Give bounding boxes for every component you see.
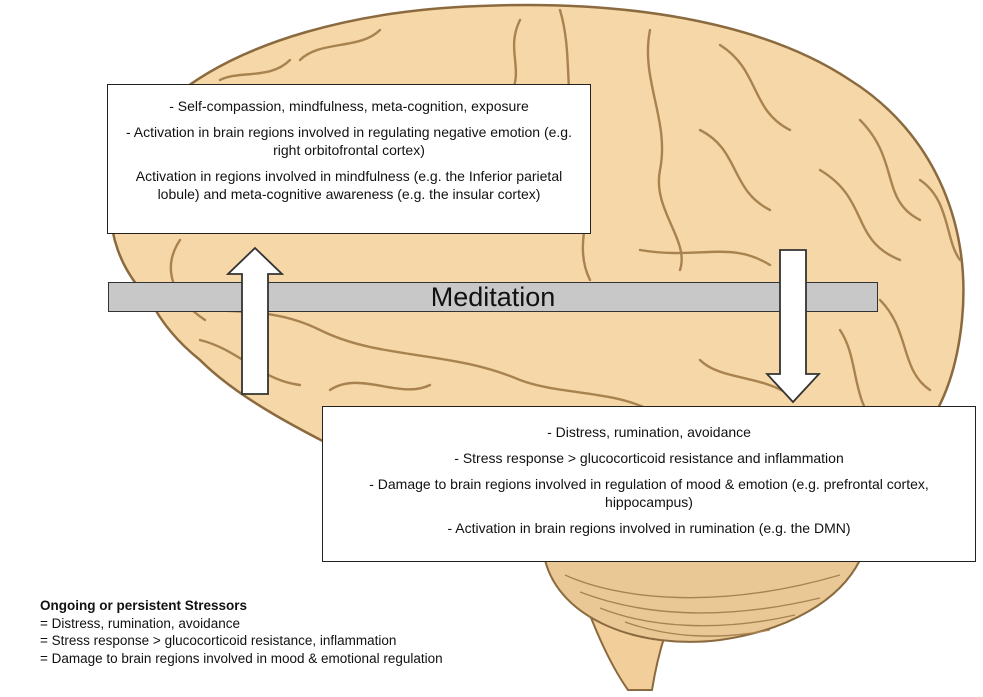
bottom-box-line-4: - Activation in brain regions involved i…	[337, 519, 961, 537]
meditation-bar: Meditation	[108, 282, 878, 312]
bottom-box-line-1: - Distress, rumination, avoidance	[337, 423, 961, 441]
bottom-box-line-3: - Damage to brain regions involved in re…	[337, 475, 961, 511]
bottom-text-box: - Distress, rumination, avoidance - Stre…	[322, 406, 976, 562]
down-arrow-icon	[765, 248, 821, 404]
bottom-box-line-2: - Stress response > glucocorticoid resis…	[337, 449, 961, 467]
meditation-label: Meditation	[109, 279, 877, 315]
top-box-line-1: - Self-compassion, mindfulness, meta-cog…	[122, 97, 576, 115]
legend: Ongoing or persistent Stressors = Distre…	[40, 597, 443, 667]
top-box-line-2: - Activation in brain regions involved i…	[122, 123, 576, 159]
legend-item-1: = Distress, rumination, avoidance	[40, 615, 443, 633]
top-text-box: - Self-compassion, mindfulness, meta-cog…	[107, 84, 591, 234]
legend-item-3: = Damage to brain regions involved in mo…	[40, 650, 443, 668]
legend-item-2: = Stress response > glucocorticoid resis…	[40, 632, 443, 650]
legend-title: Ongoing or persistent Stressors	[40, 597, 443, 615]
up-arrow-icon	[226, 246, 284, 396]
top-box-line-3: Activation in regions involved in mindfu…	[122, 167, 576, 203]
